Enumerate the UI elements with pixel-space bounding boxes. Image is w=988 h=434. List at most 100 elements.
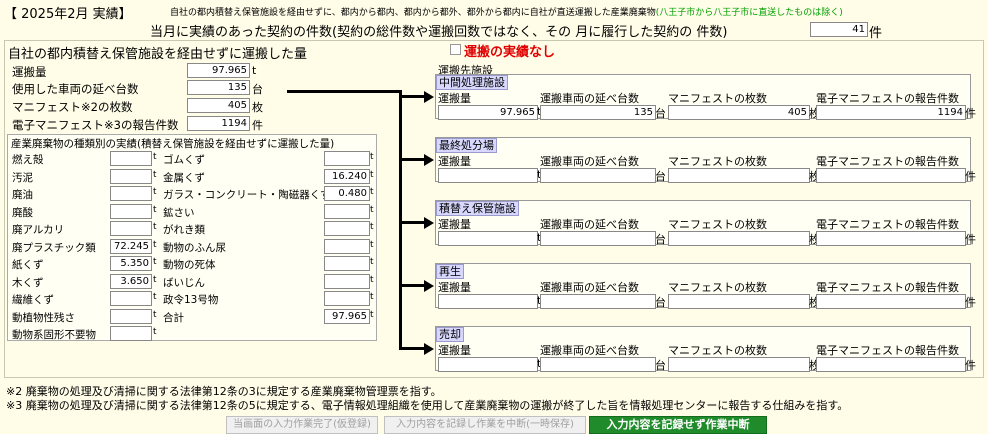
waste-value-input[interactable]	[324, 203, 370, 219]
connector-branch	[399, 95, 427, 98]
destination-unit: 件	[965, 296, 976, 309]
summary-manifest-input[interactable]: 405	[187, 98, 250, 113]
summary-emanifest-unit: 件	[252, 119, 263, 132]
destination-col-label: 運搬量	[438, 218, 471, 231]
waste-value-input[interactable]	[110, 151, 152, 166]
destination-col-label: 電子マニフェストの報告件数	[816, 218, 959, 231]
destination-value-input[interactable]	[540, 231, 656, 246]
destination-value-input[interactable]	[438, 294, 538, 309]
destination-unit: t	[537, 357, 541, 370]
summary-amount-input[interactable]: 97.965	[187, 63, 250, 78]
waste-value-input[interactable]: 5.350	[110, 256, 152, 271]
header-note-text: 自社の都内積替え保管施設を経由せずに、都内から都内、都内から都外、都外から都内に…	[170, 8, 656, 18]
destination-value-input[interactable]	[540, 294, 656, 309]
waste-value-input[interactable]: 0.480	[324, 186, 370, 201]
destination-value-input[interactable]	[540, 168, 656, 183]
destination-value-input[interactable]	[540, 357, 656, 372]
destination-value-input[interactable]	[816, 231, 966, 246]
no-activity-checkbox[interactable]	[450, 44, 461, 55]
destination-value-input[interactable]	[668, 294, 810, 309]
waste-value-input[interactable]	[110, 203, 152, 219]
destination-unit: 枚	[809, 359, 820, 372]
destination-value-input[interactable]: 1194	[816, 105, 966, 120]
summary-vehicles-input[interactable]: 135	[187, 80, 250, 95]
destination-col-label: マニフェストの枚数	[668, 92, 767, 105]
waste-value-input[interactable]	[110, 221, 152, 236]
destination-col-label: 運搬量	[438, 92, 471, 105]
destination-value-input[interactable]	[668, 231, 810, 246]
waste-value-input[interactable]	[324, 221, 370, 236]
destination-value-input[interactable]	[816, 294, 966, 309]
connector-vertical	[399, 90, 402, 347]
suspend-no-save-button[interactable]: 入力内容を記録せず作業中断	[589, 416, 767, 434]
waste-label: 燃え殻	[12, 154, 44, 166]
connector-branch	[399, 221, 427, 224]
waste-value-input[interactable]	[324, 256, 370, 271]
save-suspend-button[interactable]: 入力内容を記録し作業を中断(一時保存)	[384, 416, 586, 434]
waste-label: 金属くず	[163, 171, 205, 184]
destination-col-label: マニフェストの枚数	[668, 281, 767, 294]
destination-unit: t	[537, 231, 541, 244]
destination-value-input[interactable]	[816, 168, 966, 183]
waste-value-input[interactable]: 16.240	[324, 168, 370, 184]
waste-value-input[interactable]: 72.245	[110, 238, 152, 254]
waste-value-input[interactable]	[110, 168, 152, 184]
waste-label: 繊維くず	[12, 294, 54, 306]
waste-value-input[interactable]	[110, 326, 152, 341]
waste-label: 汚泥	[12, 171, 33, 184]
destination-col-label: 運搬車両の延べ台数	[540, 155, 639, 168]
waste-type-box	[7, 134, 377, 341]
waste-unit: t	[370, 152, 374, 162]
waste-label: ばいじん	[163, 276, 205, 289]
waste-value-input[interactable]	[110, 186, 152, 201]
destination-value-input[interactable]	[438, 357, 538, 372]
waste-label: 動植物性残さ	[12, 311, 75, 324]
destination-value-input[interactable]	[438, 168, 538, 183]
summary-emanifest-input[interactable]: 1194	[187, 116, 250, 131]
footnote-2: ※2 廃棄物の処理及び清掃に関する法律第12条の3に規定する産業廃棄物管理票を指…	[6, 385, 442, 398]
complete-button[interactable]: 当画面の入力作業完了(仮登録)	[226, 416, 378, 434]
connector-branch	[399, 347, 427, 350]
summary-label-emanifest: 電子マニフェスト※3の報告件数	[12, 118, 179, 132]
destination-value-input[interactable]: 97.965	[438, 105, 538, 120]
summary-label-amount: 運搬量	[12, 65, 47, 79]
waste-label: 動物のふん尿	[163, 241, 226, 254]
waste-value-input[interactable]	[110, 308, 152, 324]
connector-horizontal	[287, 90, 401, 93]
contract-count-input[interactable]: 41	[810, 22, 868, 37]
waste-unit: t	[153, 257, 157, 267]
destination-unit: 枚	[809, 170, 820, 183]
footnote-3: ※3 廃棄物の処理及び清掃に関する法律第12条の5に規定する、電子情報処理組織を…	[6, 399, 849, 412]
waste-value-input[interactable]: 97.965	[324, 308, 370, 324]
connector-branch	[399, 158, 427, 161]
destination-value-input[interactable]	[668, 357, 810, 372]
waste-value-input[interactable]: 3.650	[110, 273, 152, 289]
waste-label: 廃アルカリ	[12, 224, 65, 236]
arrow-head-icon	[424, 280, 434, 292]
waste-value-input[interactable]	[324, 238, 370, 254]
destination-col-label: 運搬量	[438, 344, 471, 357]
waste-value-input[interactable]	[110, 291, 152, 306]
section-title: 自社の都内積替え保管施設を経由せずに運搬した量	[8, 47, 308, 62]
waste-value-input[interactable]	[324, 273, 370, 289]
waste-value-input[interactable]	[324, 151, 370, 166]
destination-col-label: 運搬車両の延べ台数	[540, 281, 639, 294]
waste-label: ゴムくず	[163, 154, 205, 166]
destination-col-label: マニフェストの枚数	[668, 218, 767, 231]
destination-col-label: 運搬車両の延べ台数	[540, 92, 639, 105]
destination-value-input[interactable]	[668, 168, 810, 183]
waste-label: 紙くず	[12, 259, 44, 271]
waste-unit: t	[370, 187, 374, 197]
waste-unit: t	[153, 327, 157, 337]
waste-label: 動物の死体	[163, 259, 216, 271]
waste-box-title: 産業廃棄物の種類別の実績(積替え保管施設を経由せずに運搬した量)	[11, 138, 335, 150]
destination-unit: 件	[965, 359, 976, 372]
destination-value-input[interactable]: 405	[668, 105, 810, 120]
destination-value-input[interactable]	[816, 357, 966, 372]
destination-value-input[interactable]: 135	[540, 105, 656, 120]
waste-unit: t	[153, 152, 157, 162]
destination-value-input[interactable]	[438, 231, 538, 246]
waste-value-input[interactable]	[324, 291, 370, 306]
